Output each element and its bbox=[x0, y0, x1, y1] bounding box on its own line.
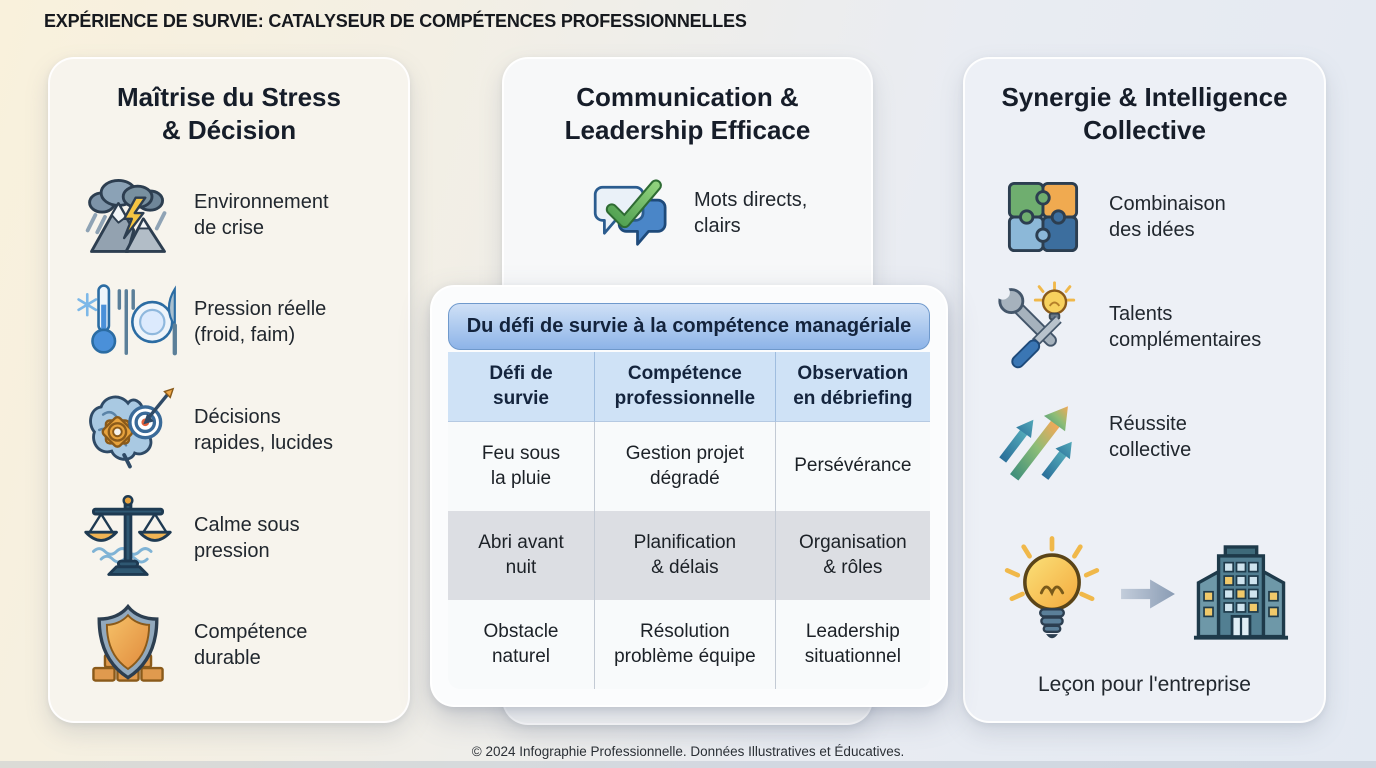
list-item: Mots directs, clairs bbox=[584, 167, 865, 259]
card-title: Communication & Leadership Efficace bbox=[564, 82, 811, 146]
building-icon bbox=[1185, 538, 1297, 650]
card-items: Combinaison des idées bbox=[965, 151, 1324, 515]
arrow-right-icon bbox=[1119, 573, 1177, 615]
list-item: Combinaison des idées bbox=[991, 169, 1318, 265]
item-label: Environnement de crise bbox=[194, 190, 329, 239]
balance-scale-icon bbox=[76, 490, 180, 586]
card-title: Synergie & Intelligence Collective bbox=[1001, 82, 1288, 146]
table-cell: Persévérance bbox=[775, 422, 930, 511]
list-item: Compétence durable bbox=[76, 597, 402, 693]
table-cell: Obstacle naturel bbox=[448, 600, 595, 689]
card-title: Maîtrise du Stress & Décision bbox=[117, 82, 341, 146]
storm-mountain-icon bbox=[76, 167, 180, 263]
item-label: Talents complémentaires bbox=[1109, 303, 1262, 351]
tools-idea-icon bbox=[991, 279, 1095, 375]
mapping-table-card: Du défi de survie à la compétence managé… bbox=[430, 285, 948, 707]
item-label: Calme sous pression bbox=[194, 513, 300, 562]
list-item: Pression réelle (froid, faim) bbox=[76, 274, 402, 370]
footer-credit: © 2024 Infographie Professionnelle. Donn… bbox=[471, 744, 905, 759]
item-label: Compétence durable bbox=[194, 621, 308, 670]
list-item: Environnement de crise bbox=[76, 167, 402, 263]
brain-decision-icon bbox=[76, 382, 180, 478]
table-cell: Gestion projet dégradé bbox=[595, 422, 776, 511]
table-header: Observation en débriefing bbox=[775, 352, 930, 422]
table-cell: Organisation & rôles bbox=[775, 511, 930, 600]
item-label: Pression réelle (froid, faim) bbox=[194, 298, 327, 347]
card-items: Environnement de crise bbox=[50, 151, 408, 721]
card-stress-decision: Maîtrise du Stress & Décision bbox=[48, 57, 410, 723]
mapping-table: Défi de survie Compétence professionnell… bbox=[448, 352, 930, 689]
item-label: Mots directs, clairs bbox=[694, 189, 808, 238]
lightbulb-icon bbox=[993, 535, 1111, 653]
puzzle-icon bbox=[991, 169, 1095, 265]
table-title: Du défi de survie à la compétence managé… bbox=[448, 303, 930, 350]
list-item: Réussite collective bbox=[991, 389, 1318, 485]
table-cell: Résolution problème équipe bbox=[595, 600, 776, 689]
table-cell: Feu sous la pluie bbox=[448, 422, 595, 511]
list-item: Calme sous pression bbox=[76, 490, 402, 586]
cold-hunger-icon bbox=[76, 274, 180, 370]
table-header: Compétence professionnelle bbox=[595, 352, 776, 422]
lesson-flow bbox=[965, 515, 1324, 673]
item-label: Combinaison des idées bbox=[1109, 193, 1226, 242]
list-item: Décisions rapides, lucides bbox=[76, 382, 402, 478]
card-items: Mots directs, clairs bbox=[504, 151, 871, 723]
item-label: Réussite collective bbox=[1109, 412, 1192, 461]
table-cell: Leadership situationnel bbox=[775, 600, 930, 689]
arrows-growth-icon bbox=[991, 389, 1095, 485]
table-cell: Planification & délais bbox=[595, 511, 776, 600]
table-header: Défi de survie bbox=[448, 352, 595, 422]
table-cell: Abri avant nuit bbox=[448, 511, 595, 600]
item-label: Décisions rapides, lucides bbox=[194, 406, 333, 454]
page-title: EXPÉRIENCE DE SURVIE: CATALYSEUR DE COMP… bbox=[44, 11, 747, 31]
lesson-caption: Leçon pour l'entreprise bbox=[1038, 673, 1251, 696]
shield-bricks-icon bbox=[76, 597, 180, 693]
list-item: Talents complémentaires bbox=[991, 279, 1318, 375]
card-synergy-collective: Synergie & Intelligence Collective bbox=[963, 57, 1326, 723]
chat-check-icon bbox=[584, 167, 680, 259]
